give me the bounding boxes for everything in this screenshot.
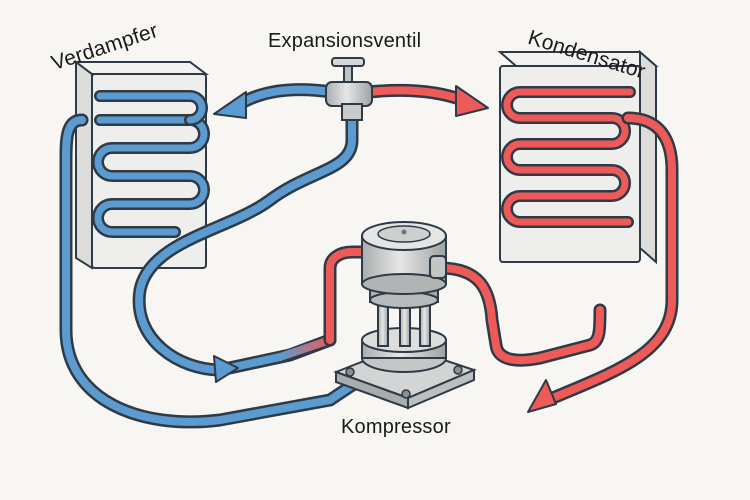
- flow-arrow-lower-loop: [213, 355, 239, 383]
- discharge-line-pipe: [433, 261, 607, 367]
- compressor: [333, 221, 477, 410]
- condenser-panel: [497, 49, 659, 265]
- compressor-label: Kompressor: [341, 416, 451, 438]
- evaporator-panel: [73, 60, 210, 270]
- expansion-valve: [325, 57, 373, 121]
- liquid-line-pipe: [132, 103, 369, 377]
- suction-line-pipe: [59, 113, 367, 429]
- expansion-valve-label: Expansionsventil: [268, 30, 422, 52]
- condenser-return-pipe: [527, 111, 679, 413]
- flow-arrow-to-condenser: [361, 83, 489, 117]
- flow-arrow-to-evaporator: [213, 83, 339, 119]
